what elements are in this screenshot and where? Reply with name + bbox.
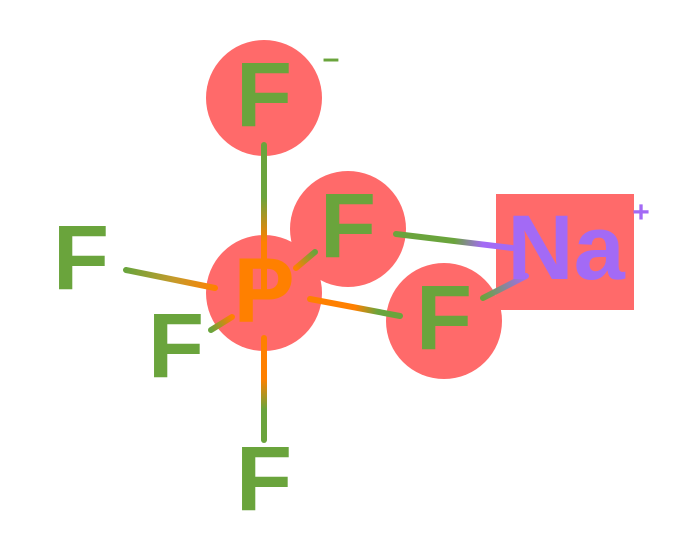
atom-p: P xyxy=(233,240,294,342)
atom-f-right: F xyxy=(416,267,472,369)
bonds xyxy=(123,142,529,443)
na-highlight xyxy=(496,194,634,310)
atom-f-bottom: F xyxy=(236,428,292,530)
atom-na: Na xyxy=(507,197,625,299)
f-top-highlight xyxy=(206,40,322,156)
charge-plus: + xyxy=(632,196,650,229)
bond-p-f-left xyxy=(123,267,218,291)
charge-minus: – xyxy=(323,42,340,75)
bond-p-f-lower xyxy=(208,314,235,333)
atom-f-left: F xyxy=(53,207,109,309)
bond-p-f-right xyxy=(307,296,403,319)
f-right-highlight xyxy=(386,263,502,379)
atom-f-mid: F xyxy=(320,175,376,277)
atom-f-lower: F xyxy=(148,295,204,397)
bond-f-right-na xyxy=(480,273,529,301)
bond-p-f-mid xyxy=(293,249,318,271)
atom-f-top: F xyxy=(236,44,292,146)
f-mid-highlight xyxy=(290,171,406,287)
bond-f-mid-na xyxy=(393,231,515,251)
